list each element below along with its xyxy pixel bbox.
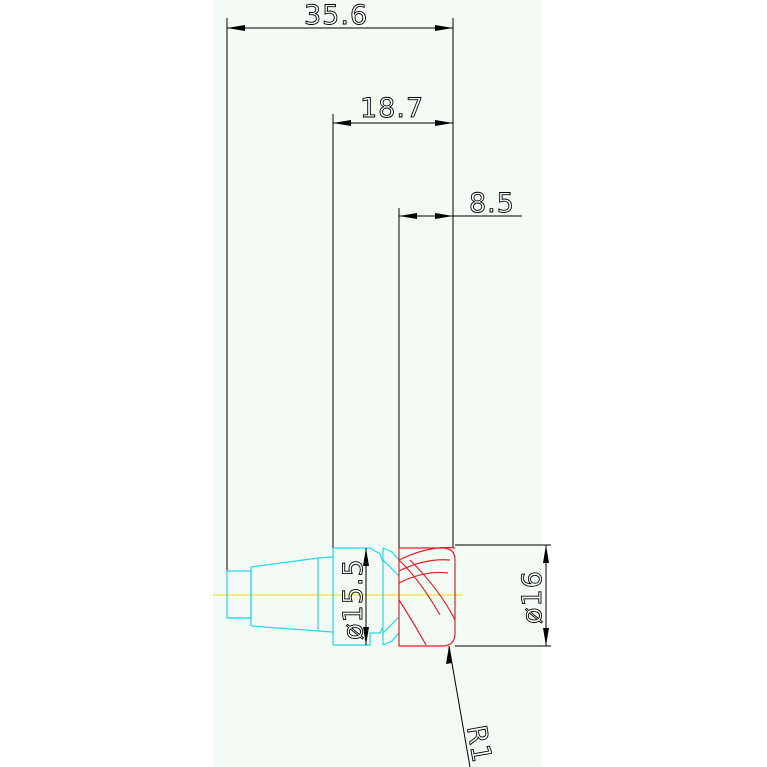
label-head-length: 8.5 [469,188,515,219]
fillet-radius-leader: R1 [446,645,498,767]
dimension-shank-diameter: ø15.5 [338,548,369,645]
dimension-middle-length: 18.7 [333,93,453,126]
dimension-overall-length: 35.6 [227,0,453,31]
drawing-sheet [213,0,542,767]
dimension-head-length: 8.5 [399,188,522,219]
dimension-head-diameter: ø16 [455,544,551,647]
label-fillet-radius: R1 [460,723,497,766]
label-shank-diameter: ø15.5 [338,558,369,640]
label-middle-length: 18.7 [360,93,424,124]
label-overall-length: 35.6 [304,0,368,31]
label-head-diameter: ø16 [517,570,548,624]
shank-outline [226,547,400,646]
head-outline [398,546,456,647]
